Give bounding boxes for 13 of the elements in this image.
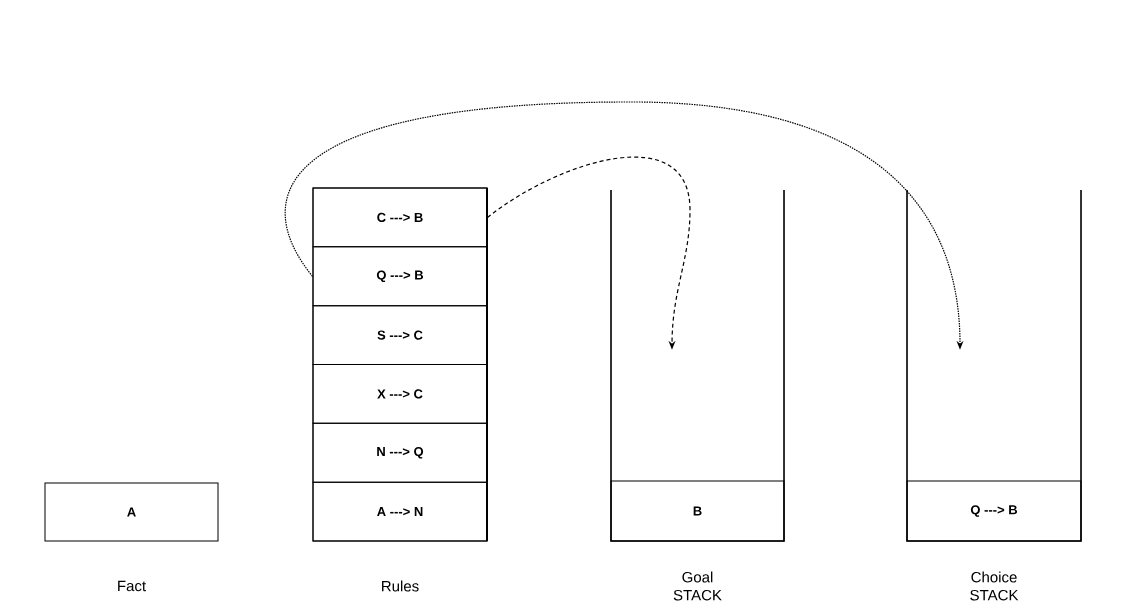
node-label: Goal STACK — [673, 571, 722, 601]
label-box: B — [610, 480, 785, 542]
label-box: S ---> C — [312, 305, 488, 365]
label-box: N ---> Q — [312, 422, 488, 483]
node-label: Fact — [118, 580, 146, 592]
label-box: Q ---> B — [906, 480, 1082, 542]
label-box: A ---> N — [312, 481, 488, 542]
label-box: A — [44, 482, 219, 542]
label-box: Q ---> B — [312, 246, 488, 307]
node-label: Rules — [382, 580, 419, 592]
label-box: X ---> C — [312, 364, 488, 424]
label-box: C ---> B — [312, 187, 488, 248]
node-label: Choice STACK — [970, 571, 1019, 601]
